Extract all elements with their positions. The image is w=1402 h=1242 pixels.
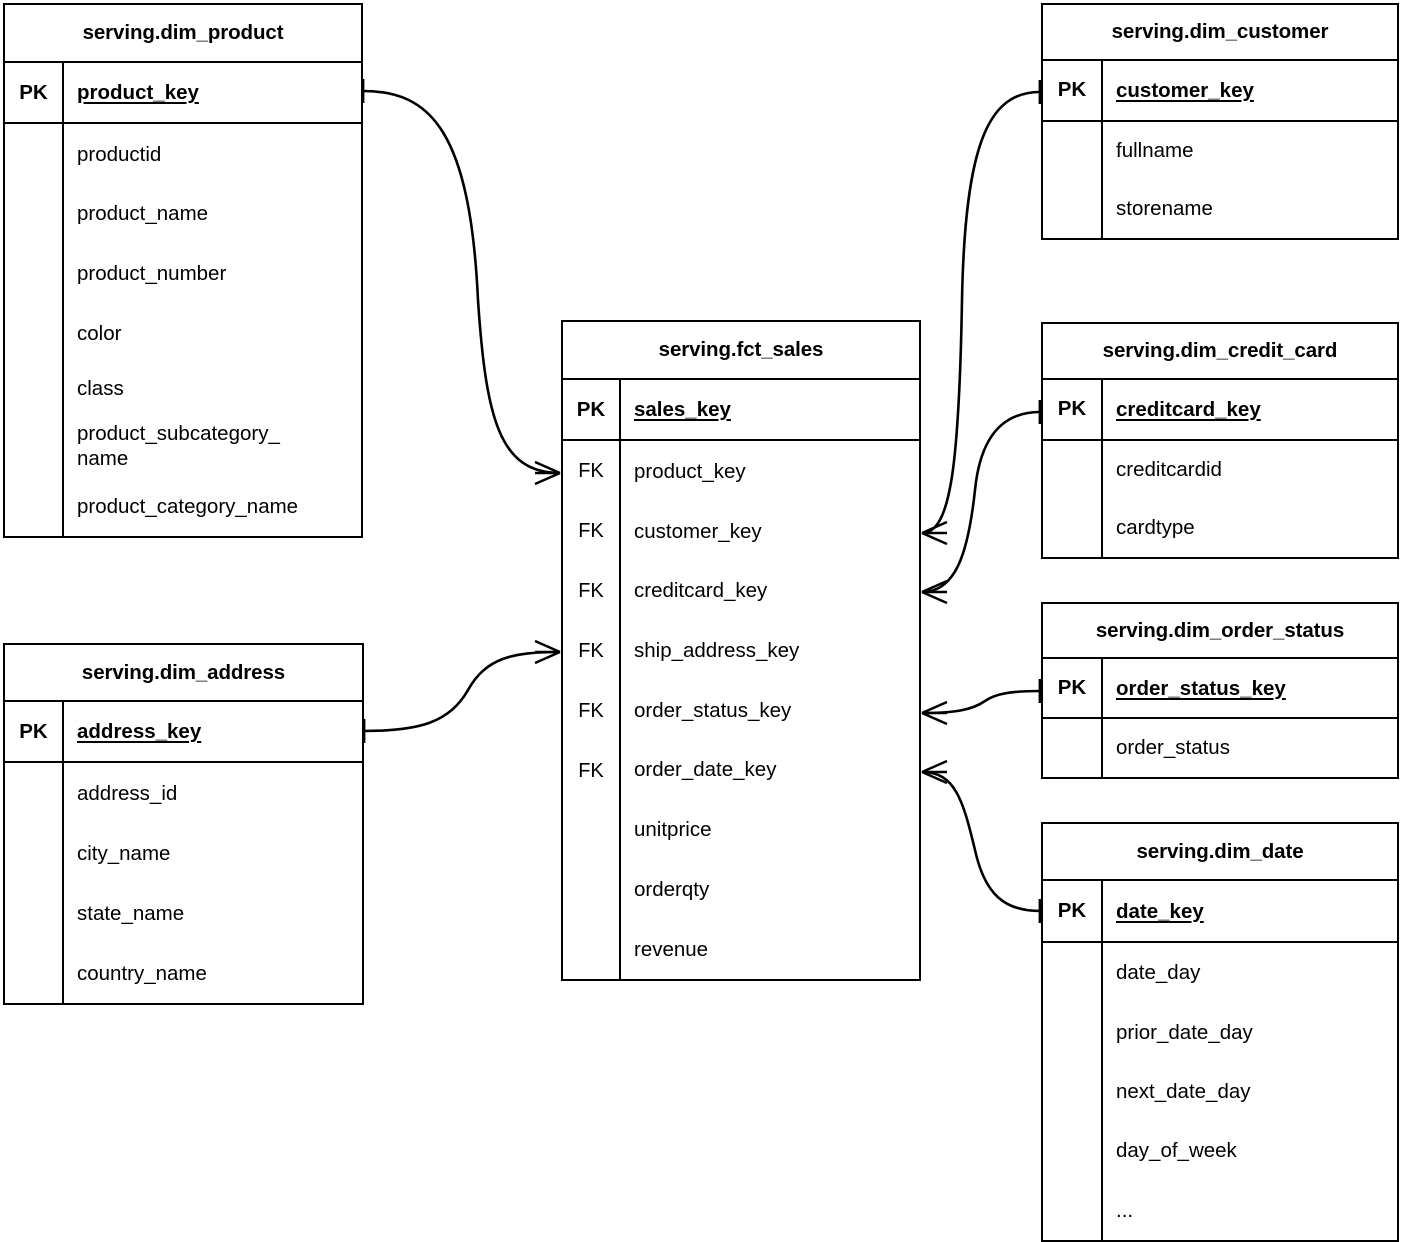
pk-column-name: date_key bbox=[1116, 899, 1204, 923]
fk-badge: FK bbox=[578, 699, 604, 722]
fk-badge: FK bbox=[578, 759, 604, 782]
relationship-credit-card bbox=[921, 400, 1042, 605]
column-row: revenue bbox=[634, 937, 709, 961]
column-row: orderqty bbox=[634, 877, 710, 901]
pk-badge: PK bbox=[576, 397, 606, 421]
column-row: order_status_key bbox=[634, 698, 792, 722]
entity-title: serving.dim_customer bbox=[1043, 5, 1397, 62]
fk-badge: FK bbox=[578, 579, 604, 602]
pk-column-name: product_key bbox=[77, 81, 199, 105]
pk-badge: PK bbox=[1057, 899, 1087, 923]
column-row: creditcard_key bbox=[634, 579, 768, 603]
column-row: fullname bbox=[1116, 139, 1194, 163]
entity-dim-order-status[interactable]: serving.dim_order_status PK order_status… bbox=[1041, 602, 1399, 779]
relationship-customer bbox=[921, 80, 1042, 546]
relationship-product bbox=[361, 79, 561, 486]
entity-dim-customer[interactable]: serving.dim_customer PK customer_key ful… bbox=[1041, 3, 1399, 240]
pk-column-name: sales_key bbox=[634, 398, 731, 422]
entity-dim-address[interactable]: serving.dim_address PK address_key addre… bbox=[3, 643, 364, 1005]
column-row: address_id bbox=[77, 781, 178, 805]
entity-pk-row[interactable]: PK customer_key bbox=[1043, 61, 1397, 122]
entity-title: serving.dim_order_status bbox=[1043, 604, 1397, 660]
pk-column-name: address_key bbox=[77, 720, 202, 743]
entity-title: serving.dim_address bbox=[5, 645, 362, 702]
entity-dim-product[interactable]: serving.dim_product PK product_key produ… bbox=[3, 3, 363, 538]
entity-title: serving.fct_sales bbox=[563, 322, 919, 380]
column-row: storename bbox=[1116, 197, 1213, 221]
relationship-order-status bbox=[921, 679, 1042, 726]
column-row: next_date_day bbox=[1116, 1079, 1251, 1103]
relationship-date bbox=[921, 759, 1042, 923]
column-row: product_subcategory_ name bbox=[77, 421, 280, 470]
column-row: ship_address_key bbox=[634, 638, 800, 662]
column-row: country_name bbox=[77, 961, 207, 985]
entity-dim-credit-card[interactable]: serving.dim_credit_card PK creditcard_ke… bbox=[1041, 322, 1399, 559]
column-row: product_name bbox=[77, 202, 209, 226]
column-row: class bbox=[77, 377, 124, 401]
column-row: cardtype bbox=[1116, 516, 1195, 540]
column-row: order_status bbox=[1116, 736, 1230, 760]
column-row: product_category_name bbox=[77, 494, 299, 518]
column-row: product_number bbox=[77, 261, 227, 285]
pk-badge: PK bbox=[19, 80, 48, 104]
column-row: order_date_key bbox=[634, 758, 777, 782]
entity-title: serving.dim_product bbox=[5, 5, 361, 63]
pk-column-name: order_status_key bbox=[1116, 676, 1286, 700]
column-row: unitprice bbox=[634, 818, 712, 842]
entity-pk-row[interactable]: PK sales_key bbox=[563, 379, 919, 442]
relationship-address bbox=[362, 639, 561, 743]
column-row: creditcardid bbox=[1116, 458, 1222, 482]
column-row: day_of_week bbox=[1116, 1139, 1237, 1163]
entity-pk-row[interactable]: PK product_key bbox=[5, 62, 361, 125]
pk-badge: PK bbox=[1057, 676, 1087, 700]
column-row: date_day bbox=[1116, 961, 1201, 985]
column-row: customer_key bbox=[634, 519, 762, 543]
pk-badge: PK bbox=[19, 719, 48, 743]
entity-title: serving.dim_date bbox=[1043, 824, 1397, 882]
column-row: productid bbox=[77, 142, 162, 166]
column-row: state_name bbox=[77, 901, 185, 925]
column-row: prior_date_day bbox=[1116, 1020, 1253, 1044]
pk-column-name: customer_key bbox=[1116, 78, 1254, 102]
pk-column-name: creditcard_key bbox=[1116, 397, 1261, 421]
column-row: city_name bbox=[77, 841, 171, 865]
entity-dim-date[interactable]: serving.dim_date PK date_key date_day pr… bbox=[1041, 822, 1399, 1242]
fk-badge: FK bbox=[578, 639, 604, 662]
column-row: color bbox=[77, 321, 122, 345]
pk-badge: PK bbox=[1057, 397, 1087, 421]
entity-pk-row[interactable]: PK order_status_key bbox=[1043, 659, 1397, 719]
pk-badge: PK bbox=[1057, 78, 1087, 102]
column-row: product_key bbox=[634, 459, 746, 483]
column-row: ... bbox=[1116, 1198, 1134, 1222]
entity-title: serving.dim_credit_card bbox=[1043, 324, 1397, 381]
entity-pk-row[interactable]: PK creditcard_key bbox=[1043, 380, 1397, 441]
entity-pk-row[interactable]: PK date_key bbox=[1043, 881, 1397, 943]
fk-badge: FK bbox=[578, 519, 604, 542]
entity-pk-row[interactable]: PK address_key bbox=[5, 702, 362, 763]
entity-fct-sales[interactable]: serving.fct_sales PK sales_key FK FK FK … bbox=[561, 320, 921, 981]
fk-badge: FK bbox=[578, 459, 604, 482]
